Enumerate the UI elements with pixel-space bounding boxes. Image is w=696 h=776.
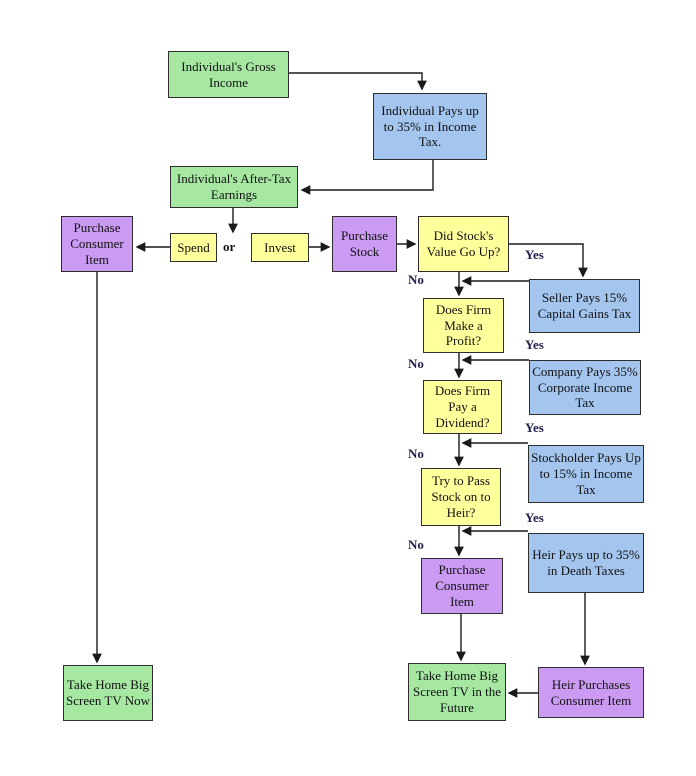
node-purchase-stock: Purchase Stock (332, 216, 397, 272)
label-no-dividend: No (408, 446, 424, 461)
node-stockholder-pays-income-tax: Stockholder Pays Up to 15% in Income Tax (528, 445, 644, 503)
label-yes-stock-value: Yes (525, 247, 544, 262)
node-does-firm-make-profit: Does Firm Make a Profit? (423, 298, 504, 353)
node-does-firm-pay-dividend: Does Firm Pay a Dividend? (423, 380, 502, 434)
label-no-pass-heir: No (408, 537, 424, 552)
node-purchase-consumer-item-right: Purchase Consumer Item (421, 558, 503, 614)
node-purchase-consumer-item-left: Purchase Consumer Item (61, 216, 133, 272)
node-take-home-tv-future: Take Home Big Screen TV in the Future (408, 663, 506, 721)
node-did-stock-value-go-up: Did Stock's Value Go Up? (418, 216, 509, 272)
node-try-pass-stock-to-heir: Try to Pass Stock on to Heir? (421, 468, 501, 526)
node-take-home-tv-now: Take Home Big Screen TV Now (63, 665, 153, 721)
connector-gross-to-individual-pays (289, 72, 427, 91)
label-no-stock-value: No (408, 272, 424, 287)
node-heir-purchases-consumer-item: Heir Purchases Consumer Item (538, 667, 644, 718)
label-yes-firm-profit: Yes (525, 337, 544, 352)
node-individual-pays-income-tax: Individual Pays up to 35% in Income Tax. (373, 93, 487, 160)
node-after-tax-earnings: Individual's After-Tax Earnings (170, 166, 298, 208)
connector-did-stock-yes-to-seller (509, 243, 588, 278)
node-heir-pays-death-taxes: Heir Pays up to 35% in Death Taxes (528, 533, 644, 593)
node-company-pays-corporate-tax: Company Pays 35% Corporate Income Tax (529, 360, 641, 415)
node-spend: Spend (170, 233, 217, 262)
connector-individual-pays-to-after-tax (300, 160, 434, 195)
node-invest: Invest (251, 233, 309, 262)
node-seller-pays-capital-gains: Seller Pays 15% Capital Gains Tax (529, 279, 640, 333)
label-yes-dividend: Yes (525, 420, 544, 435)
label-yes-pass-heir: Yes (525, 510, 544, 525)
label-no-firm-profit: No (408, 356, 424, 371)
label-or: or (223, 239, 236, 254)
node-gross-income: Individual's Gross Income (168, 51, 289, 98)
